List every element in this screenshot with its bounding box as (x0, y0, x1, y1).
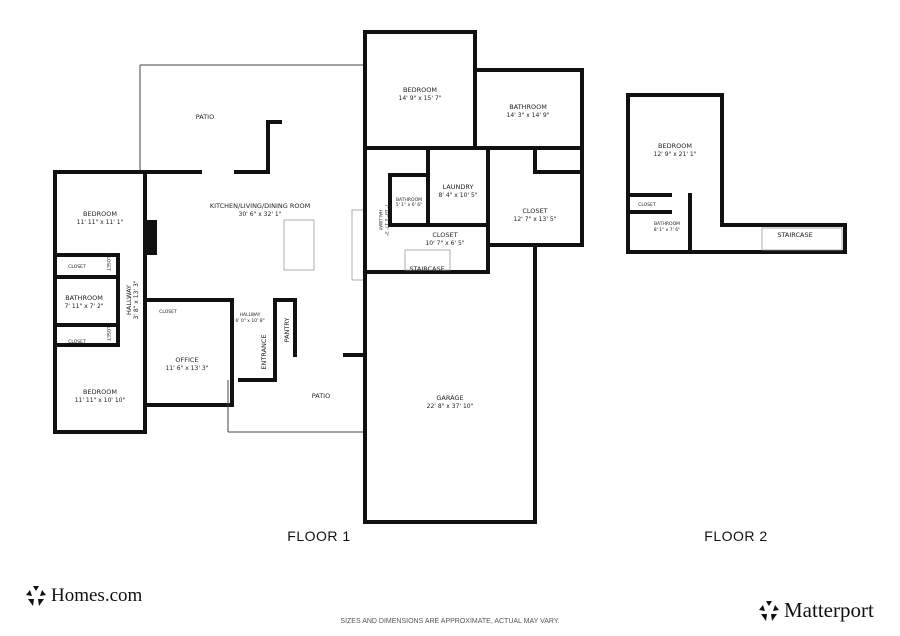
room-label: GARAGE (436, 394, 463, 402)
room-dims: 7' 10" x 17' 3" (383, 204, 389, 236)
floor-2-labels: BEDROOM 12' 9" x 21' 1" CLOSET BATHROOM … (638, 142, 812, 239)
room-label: CLOSET (105, 253, 111, 271)
staircase-steps (404, 249, 451, 271)
room-label: BATHROOM (654, 221, 680, 227)
room-dims: 3' 8" x 13' 3" (133, 280, 140, 319)
room-dims: 11' 11" x 11' 1" (77, 219, 124, 226)
room-label: CLOSET (159, 309, 177, 315)
room-label: BATHROOM (65, 294, 103, 302)
matterport-logo: Matterport (758, 598, 874, 623)
room-label: KITCHEN/LIVING/DINING ROOM (210, 202, 310, 210)
kitchen-island (283, 219, 315, 271)
room-label: PATIO (312, 392, 330, 400)
floor-1-labels: PATIO BEDROOM 14' 9" x 15' 7" BATHROOM 1… (64, 86, 556, 410)
room-label: BEDROOM (83, 388, 117, 396)
room-label: PATIO (196, 113, 214, 121)
room-dims: 22' 8" x 37' 10" (427, 403, 474, 410)
room-label: BEDROOM (83, 210, 117, 218)
room-label: CLOSET (68, 339, 86, 345)
room-label: CLOSET (68, 264, 86, 270)
counter (351, 209, 365, 281)
room-label: CLOSET (522, 207, 547, 215)
room-dims: 11' 6" x 13' 3" (166, 365, 209, 372)
room-dims: 10' 7" x 6' 5" (425, 240, 464, 247)
room-dims: 14' 3" x 14' 9" (507, 112, 550, 119)
room-dims: 7' 11" x 7' 2" (64, 303, 103, 310)
room-label: LAUNDRY (443, 183, 474, 191)
homes-logo: Homes.com (25, 585, 142, 607)
room-label: ENTRANCE (260, 334, 268, 369)
matterport-logo-text: Matterport (784, 598, 874, 622)
disclaimer: SIZES AND DIMENSIONS ARE APPROXIMATE, AC… (340, 618, 560, 625)
room-dims: 11' 11" x 10' 10" (75, 397, 126, 404)
room-label: BATHROOM (509, 103, 547, 111)
room-label: HALLWAY (125, 285, 133, 315)
room-dims: 12' 9" x 21' 1" (654, 151, 697, 158)
room-dims: 12' 7" x 13' 5" (514, 216, 557, 223)
room-dims: 6' 0" x 10' 8" (235, 318, 264, 324)
homes-logo-text: Homes.com (51, 585, 143, 606)
room-label: PANTRY (283, 318, 291, 343)
room-label: STAIRCASE (409, 265, 444, 273)
room-label: CLOSET (432, 231, 457, 239)
room-dims: 8' 1" x 7' 6" (654, 227, 680, 233)
homes-logo-icon (26, 586, 46, 606)
room-dims: 30' 6" x 32' 1" (239, 211, 282, 218)
room-label: OFFICE (175, 356, 198, 364)
floor-2-walls (626, 93, 847, 254)
fireplace-icon (145, 220, 157, 255)
room-dims: 8' 4" x 10' 5" (438, 192, 477, 199)
room-dims: 14' 9" x 15' 7" (399, 95, 442, 102)
room-label: BEDROOM (658, 142, 692, 150)
floor-1-walls (53, 30, 584, 524)
room-label: HALLWAY (377, 210, 383, 231)
staircase-steps (761, 227, 843, 251)
room-label: STAIRCASE (777, 231, 812, 239)
matterport-logo-icon (759, 600, 779, 621)
room-label: BATHROOM (396, 197, 422, 203)
room-label: CLOSET (638, 202, 656, 208)
room-dims: 5' 1" x 6' 6" (396, 202, 422, 208)
room-label: HALLWAY (240, 312, 261, 318)
floor-2-title: FLOOR 2 (704, 528, 767, 544)
room-label: CLOSET (105, 323, 111, 341)
room-label: BEDROOM (403, 86, 437, 94)
floor-1-title: FLOOR 1 (287, 528, 350, 544)
